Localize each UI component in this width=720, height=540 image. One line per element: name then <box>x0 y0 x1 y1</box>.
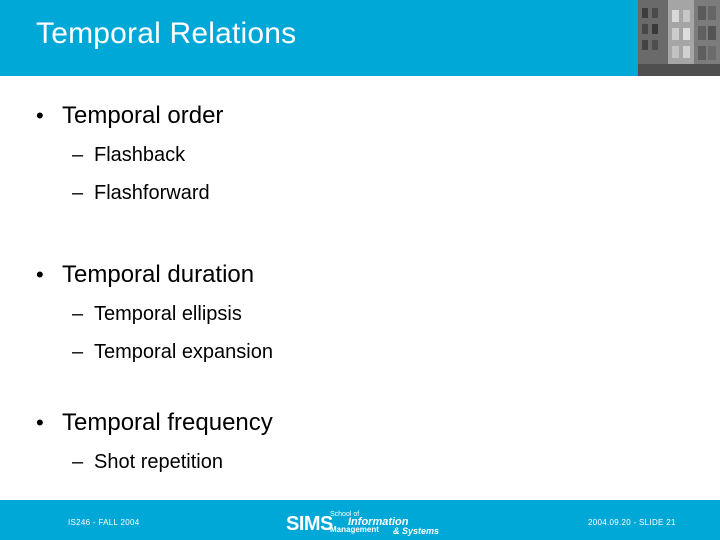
slide-title: Temporal Relations <box>36 17 297 50</box>
sims-logo-wordmark: SIMS <box>286 513 333 535</box>
bullet-item-temporal-order: • Temporal order <box>36 102 223 130</box>
bullet-marker-icon: • <box>36 103 44 128</box>
sub-bullet-temporal-ellipsis: –Temporal ellipsis <box>72 302 242 326</box>
bullet-text: Temporal frequency <box>62 409 273 436</box>
bullet-text: Temporal duration <box>62 261 255 288</box>
dash-marker-icon: – <box>72 144 84 166</box>
bullet-marker-icon: • <box>36 410 44 435</box>
dash-marker-icon: – <box>72 182 84 204</box>
sub-bullet-text: Flashback <box>94 144 186 166</box>
sub-bullet-flashback: –Flashback <box>72 143 185 167</box>
sims-logo-line3: Management <box>330 525 379 534</box>
footer-slide-number: 2004.09.20 - SLIDE 21 <box>588 518 676 527</box>
slide-header-band: Temporal Relations <box>0 0 720 76</box>
dash-marker-icon: – <box>72 451 84 473</box>
sims-logo-line4: & Systems <box>393 526 440 536</box>
sims-logo: SIMS School of Information Management & … <box>286 509 466 536</box>
bullet-text: Temporal order <box>62 102 224 129</box>
sub-bullet-text: Temporal ellipsis <box>94 303 242 325</box>
sub-bullet-temporal-expansion: –Temporal expansion <box>72 340 273 364</box>
sims-logo-line1: School of <box>330 511 360 518</box>
bullet-item-temporal-frequency: • Temporal frequency <box>36 409 273 437</box>
header-photo-thumbnail <box>638 0 720 76</box>
dash-marker-icon: – <box>72 303 84 325</box>
bullet-marker-icon: • <box>36 262 44 287</box>
sub-bullet-flashforward: –Flashforward <box>72 181 210 205</box>
slide-footer-band <box>0 500 720 540</box>
sub-bullet-shot-repetition: –Shot repetition <box>72 450 223 474</box>
sub-bullet-text: Shot repetition <box>94 451 223 473</box>
sims-logo-line2: Information <box>348 516 409 528</box>
bullet-item-temporal-duration: • Temporal duration <box>36 261 254 289</box>
footer-course-label: IS246 - FALL 2004 <box>68 518 140 527</box>
sub-bullet-text: Flashforward <box>94 182 210 204</box>
dash-marker-icon: – <box>72 341 84 363</box>
slide-body: •Temporal order –Flashback –Flashforward… <box>0 76 720 500</box>
sub-bullet-text: Temporal expansion <box>94 341 273 363</box>
